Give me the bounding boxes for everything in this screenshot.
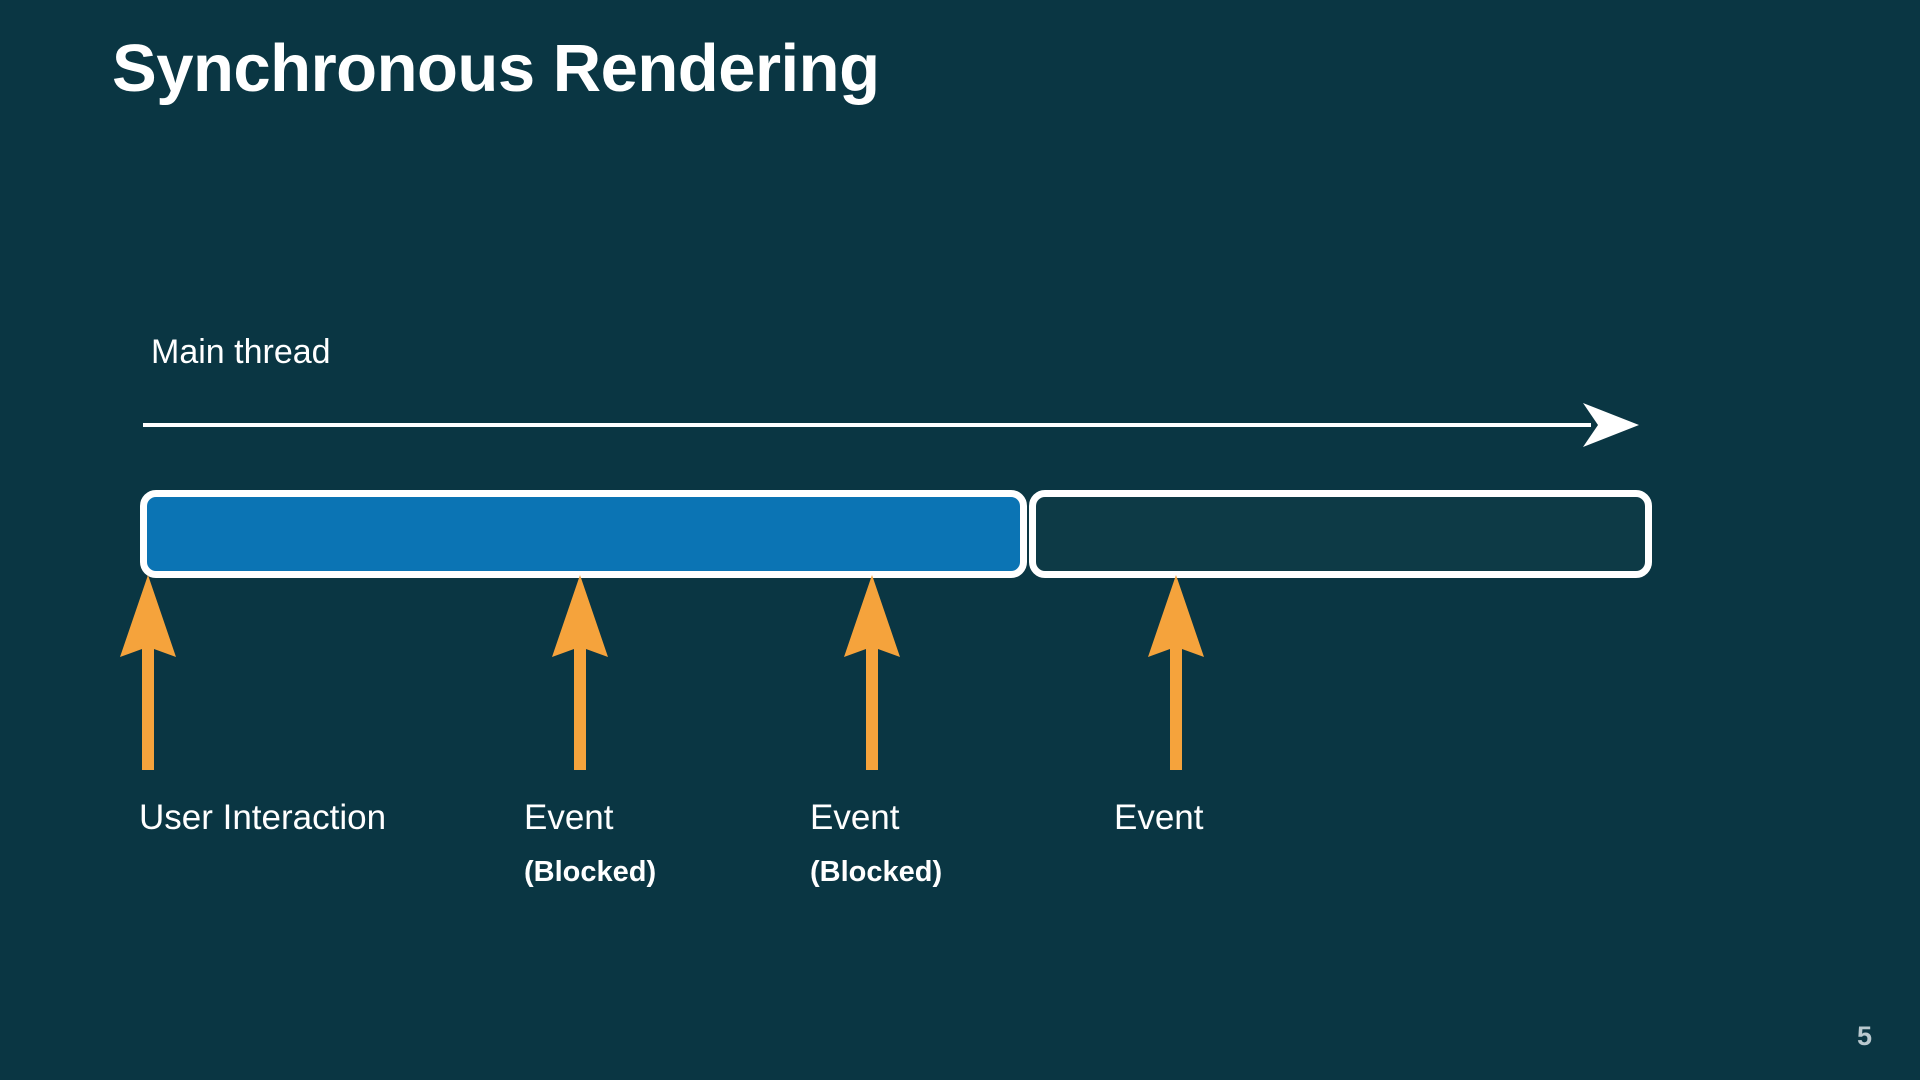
event-label-3: Event (Blocked) — [810, 800, 942, 887]
page-title: Synchronous Rendering — [112, 31, 880, 106]
event-label-3-secondary: (Blocked) — [810, 856, 943, 888]
event-arrow-4 — [1146, 575, 1206, 775]
main-thread-bar — [140, 490, 1652, 578]
slide-number: 5 — [1856, 1021, 1872, 1051]
event-label-2: Event (Blocked) — [524, 800, 656, 887]
event-label-4: Event — [1114, 800, 1204, 835]
event-label-2-secondary: (Blocked) — [524, 856, 657, 888]
bar-segment-idle — [1029, 490, 1652, 578]
event-arrow-2 — [550, 575, 610, 775]
event-label-3-primary: Event — [810, 798, 900, 837]
event-arrow-1 — [118, 575, 178, 775]
event-label-4-primary: Event — [1114, 798, 1204, 837]
main-thread-label: Main thread — [151, 333, 331, 371]
event-label-2-primary: Event — [524, 798, 614, 837]
event-arrow-3 — [842, 575, 902, 775]
time-axis-arrow — [143, 395, 1643, 455]
event-label-1-primary: User Interaction — [139, 798, 387, 837]
bar-segment-busy — [140, 490, 1027, 578]
event-label-1: User Interaction — [139, 800, 386, 835]
